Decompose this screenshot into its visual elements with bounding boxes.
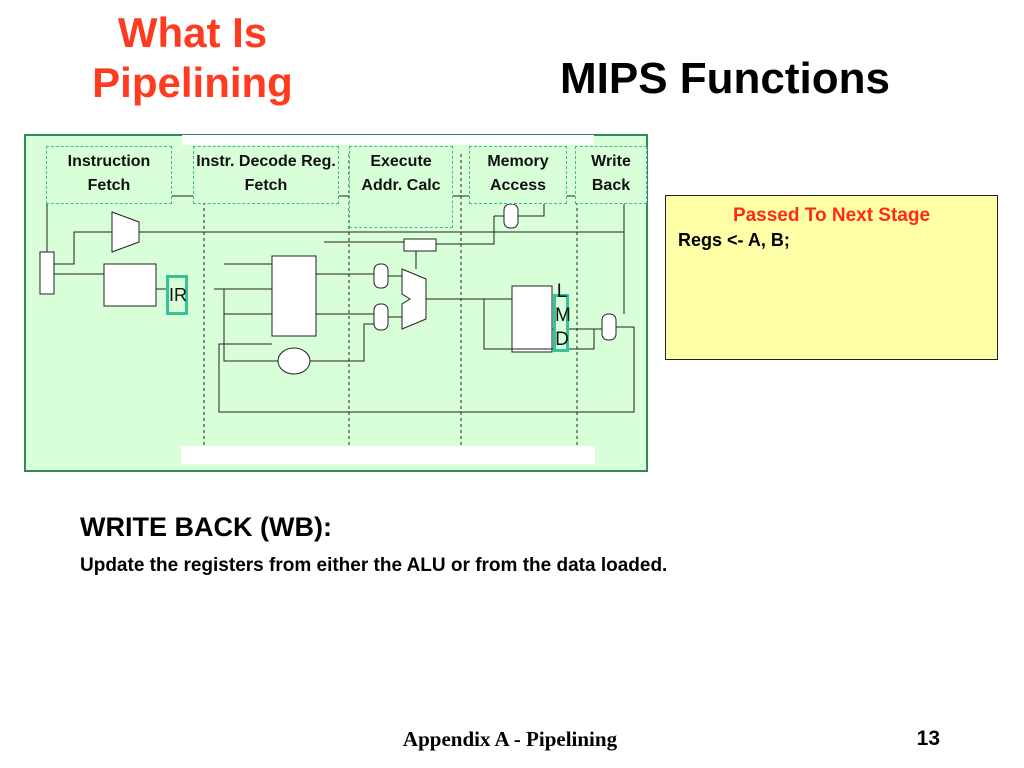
corner-title: What Is Pipelining: [92, 9, 293, 106]
stage-execute: Execute Addr. Calc: [349, 146, 453, 228]
note-body: Regs <- A, B;: [678, 230, 790, 250]
note-heading: Passed To Next Stage: [732, 205, 931, 226]
footer-text: Appendix A - Pipelining: [402, 727, 618, 751]
lmd-register-label: L M D: [555, 281, 571, 350]
passed-to-next-stage-box: Passed To Next Stage Regs <- A, B;: [665, 195, 998, 360]
stage-memory-access: Memory Access: [469, 146, 567, 204]
write-back-heading: WRITE BACK (WB):: [80, 512, 332, 542]
stage-write-back: Write Back: [575, 146, 647, 204]
stage-instr-decode: Instr. Decode Reg. Fetch: [193, 146, 339, 204]
ir-register-label: IR: [166, 275, 188, 315]
page-number: 13: [916, 727, 940, 750]
lmd-register-box: [553, 294, 569, 352]
write-back-description: Update the registers from either the ALU…: [80, 555, 668, 576]
slide-title: MIPS Functions: [560, 54, 890, 103]
stage-instruction-fetch: Instruction Fetch: [46, 146, 172, 204]
